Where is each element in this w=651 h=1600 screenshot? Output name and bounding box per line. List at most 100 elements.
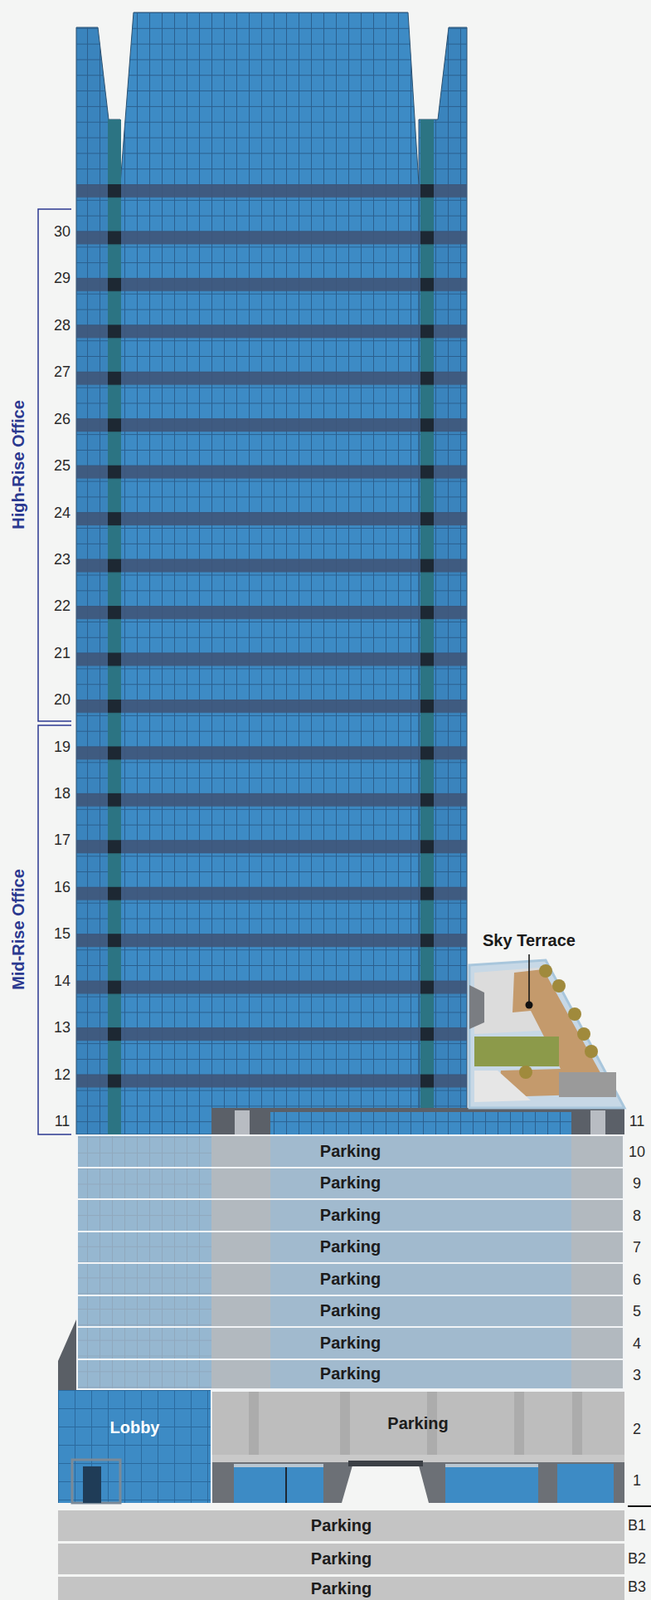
floor-number: 28 xyxy=(53,315,71,334)
tree xyxy=(539,963,553,977)
parking-level-band: Parking xyxy=(76,1325,625,1358)
window-grid xyxy=(76,12,467,1134)
podium-canopy xyxy=(58,1318,77,1390)
node-text: Parking xyxy=(320,1332,381,1352)
sky-terrace-illustration xyxy=(469,953,625,1108)
floor-number: 18 xyxy=(53,784,71,802)
floor-number: 17 xyxy=(53,830,71,849)
node-text: Parking xyxy=(320,1204,381,1225)
zone-label: Mid-Rise Office xyxy=(9,868,29,990)
floor-number: 21 xyxy=(53,643,71,661)
floor-number: 29 xyxy=(53,269,71,287)
floor-number: 20 xyxy=(53,690,71,709)
floor-number: 30 xyxy=(53,223,71,241)
floor-number: 11 xyxy=(629,1112,646,1130)
garage-entrance xyxy=(341,1464,429,1502)
podium-top xyxy=(211,1107,625,1134)
storefront-awning xyxy=(445,1462,539,1467)
node-text: Parking xyxy=(387,1413,448,1433)
tree xyxy=(519,1064,533,1079)
leader-dot xyxy=(525,1000,534,1009)
recess-bands xyxy=(420,178,434,1099)
lobby-grid xyxy=(58,1389,212,1502)
tree xyxy=(584,1044,598,1058)
podium-glass xyxy=(270,1111,572,1134)
leader-line xyxy=(528,953,530,1002)
node-text: Parking xyxy=(320,1236,381,1256)
floor-number: B2 xyxy=(627,1549,647,1567)
floor-number: 5 xyxy=(632,1302,642,1320)
storefront-glass xyxy=(233,1462,324,1502)
podium-column xyxy=(234,1109,250,1134)
parking-level-band: Parking xyxy=(76,1165,625,1199)
parking-level-band: Parking xyxy=(76,1229,625,1263)
floor-number: 27 xyxy=(53,363,71,381)
terrace-planter xyxy=(558,1071,617,1097)
floor-number: 9 xyxy=(632,1174,642,1192)
floor-number: 23 xyxy=(53,550,71,569)
floor-number: 22 xyxy=(53,597,71,615)
node-text: Parking xyxy=(310,1578,372,1598)
parking-level-band: Parking xyxy=(76,1197,625,1230)
lobby-box: Lobby xyxy=(58,1389,212,1502)
floor-bands xyxy=(76,178,467,1099)
floor-number: 6 xyxy=(632,1270,642,1288)
zone-label: High-Rise Office xyxy=(9,399,29,530)
parking-level-band: Parking xyxy=(76,1261,625,1294)
node-text: Parking xyxy=(310,1515,372,1535)
floor-number: 15 xyxy=(53,924,71,943)
floor-number: 7 xyxy=(632,1238,642,1256)
entrance-lintel xyxy=(348,1459,423,1466)
feature-label: Sky Terrace xyxy=(482,930,576,950)
floor-number: 14 xyxy=(53,971,71,989)
floor-number: B3 xyxy=(627,1577,647,1595)
node-text: Parking xyxy=(320,1172,381,1192)
node-text: Parking xyxy=(310,1548,372,1568)
storefront-glass xyxy=(445,1462,539,1502)
terrace-deck xyxy=(469,959,625,1108)
parking-level-band: Parking xyxy=(211,1389,625,1454)
tree xyxy=(568,1006,582,1021)
floor-number: 3 xyxy=(632,1365,642,1384)
parking-level-band: Parking xyxy=(76,1133,625,1166)
basement-parking-band: Parking xyxy=(58,1506,625,1541)
floor-number: 24 xyxy=(53,503,71,521)
floor-number: 25 xyxy=(53,456,71,475)
tree xyxy=(552,978,566,992)
storefront-awning xyxy=(233,1462,324,1467)
storefront-mullion xyxy=(285,1466,287,1502)
parking-level-band: Parking xyxy=(76,1293,625,1327)
node-text: Parking xyxy=(320,1363,381,1383)
floor-number: B1 xyxy=(627,1515,647,1534)
node-text: Parking xyxy=(320,1268,381,1288)
window-grid xyxy=(270,1111,572,1134)
node-text: Parking xyxy=(320,1141,381,1161)
parking-level-band: Parking xyxy=(76,1357,625,1390)
podium xyxy=(58,1107,651,1506)
floor-number: 11 xyxy=(54,1112,71,1130)
floor-number: 10 xyxy=(628,1142,646,1161)
zone-brackets xyxy=(38,208,72,1134)
floor-number: 2 xyxy=(632,1419,642,1438)
floor-number: 4 xyxy=(632,1334,642,1352)
mid-rise-bracket xyxy=(38,724,72,1134)
lobby-door xyxy=(82,1465,102,1502)
floor-number: 12 xyxy=(53,1064,71,1083)
floor-number: 1 xyxy=(632,1471,642,1489)
ground-line xyxy=(627,1504,651,1507)
high-rise-bracket xyxy=(38,208,72,721)
floor-number: 8 xyxy=(632,1206,642,1225)
terrace-lawn xyxy=(474,1035,559,1066)
lobby-door-frame xyxy=(72,1458,121,1502)
podium-column xyxy=(590,1109,606,1134)
node-text: Parking xyxy=(320,1300,381,1320)
floor-number: 13 xyxy=(53,1018,71,1036)
floor-number: 19 xyxy=(53,737,71,755)
basement-parking-band: Parking xyxy=(58,1540,625,1574)
tower-recess xyxy=(107,119,122,1134)
recess-bands xyxy=(107,178,122,1099)
basement-parking-band: Parking xyxy=(58,1573,625,1599)
storefront-glass xyxy=(557,1462,614,1502)
ground-floor-wall xyxy=(211,1453,625,1502)
terrace-wall xyxy=(469,984,485,1029)
